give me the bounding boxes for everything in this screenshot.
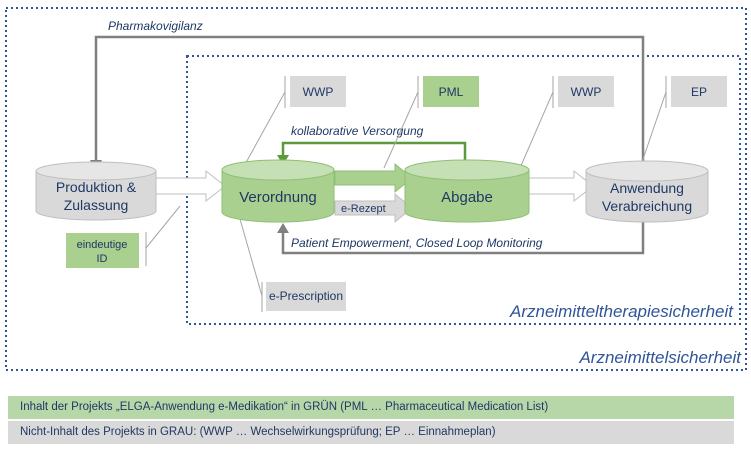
callout-box-wwp-2 — [558, 76, 614, 107]
callout-text-wwp-2: WWP — [571, 85, 602, 99]
arrow-e-rezept — [334, 192, 413, 224]
callout-line-e-prescription — [237, 211, 263, 297]
arrow-verordnung-to-abgabe — [334, 162, 413, 194]
callout-text-ep: EP — [691, 85, 707, 99]
cylinder-produktion-zulassung — [35, 161, 157, 221]
label-patient-empowerment: Patient Empowerment, Closed Loop Monitor… — [291, 236, 543, 250]
patient-empowerment-arrowhead — [277, 223, 289, 233]
kollaborative-versorgung-arrow — [281, 141, 467, 162]
callout-box-pml — [423, 76, 479, 107]
label-arzneimittelsicherheit: Arzneimittelsicherheit — [578, 348, 742, 367]
legend-gray-text: Nicht-Inhalt des Projekts in GRAU: (WWP … — [20, 426, 496, 438]
legend-green-bar: Inhalt der Projekts „ELGA-Anwendung e-Me… — [8, 396, 734, 419]
callout-box-eindeutige-id — [66, 233, 139, 268]
legend-green-text: Inhalt der Projekts „ELGA-Anwendung e-Me… — [20, 401, 549, 413]
inner-boundary — [186, 55, 741, 325]
callout-line-ep — [639, 91, 667, 169]
callout-box-wwp-1 — [290, 76, 346, 107]
callout-text-e-prescription: e-Prescription — [269, 289, 343, 303]
legend-gray-bar: Nicht-Inhalt des Projekts in GRAU: (WWP … — [8, 421, 734, 444]
cylinder-text-produktion-line2: Zulassung — [64, 197, 129, 213]
label-arzneimitteltherapiesicherheit: Arzneimitteltherapiesicherheit — [509, 302, 734, 321]
cylinder-text-produktion-line1: Produktion & — [56, 179, 137, 195]
callout-line-pml — [383, 91, 419, 169]
cylinder-abgabe — [404, 159, 530, 223]
outer-boundary — [5, 7, 747, 371]
callout-line-eindeutige-id — [145, 205, 181, 249]
callout-box-ep — [671, 76, 727, 107]
patient-empowerment-arrow — [281, 212, 645, 255]
label-e-rezept: e-Rezept — [341, 203, 386, 215]
label-kollaborative-versorgung: kollaborative Versorgung — [291, 124, 424, 138]
arrow-produktion-to-verordnung — [154, 169, 226, 203]
cylinder-text-anwendung-line2: Verabreichung — [602, 198, 692, 214]
callout-box-e-prescription — [266, 282, 346, 311]
cylinder-verordnung — [221, 159, 335, 223]
callout-text-eindeutige-line1: eindeutige — [77, 239, 128, 251]
callout-text-pml: PML — [439, 85, 464, 99]
callout-text-wwp-1: WWP — [303, 85, 334, 99]
arrow-abgabe-to-anwendung — [527, 169, 594, 203]
callout-text-eindeutige-line2: ID — [97, 253, 108, 265]
cylinder-text-anwendung-line1: Anwendung — [610, 180, 684, 196]
medication-process-diagram: Arzneimittelsicherheit Arzneimittelthera… — [5, 7, 747, 371]
cylinder-text-abgabe: Abgabe — [441, 189, 493, 206]
cylinder-text-verordnung: Verordnung — [239, 189, 317, 206]
callout-line-wwp-1 — [242, 91, 286, 169]
cylinder-anwendung-verabreichung — [585, 160, 709, 223]
pharmakovigilanz-arrow — [94, 35, 645, 205]
callout-line-wwp-2 — [519, 91, 554, 169]
label-pharmakovigilanz: Pharmakovigilanz — [108, 19, 203, 33]
